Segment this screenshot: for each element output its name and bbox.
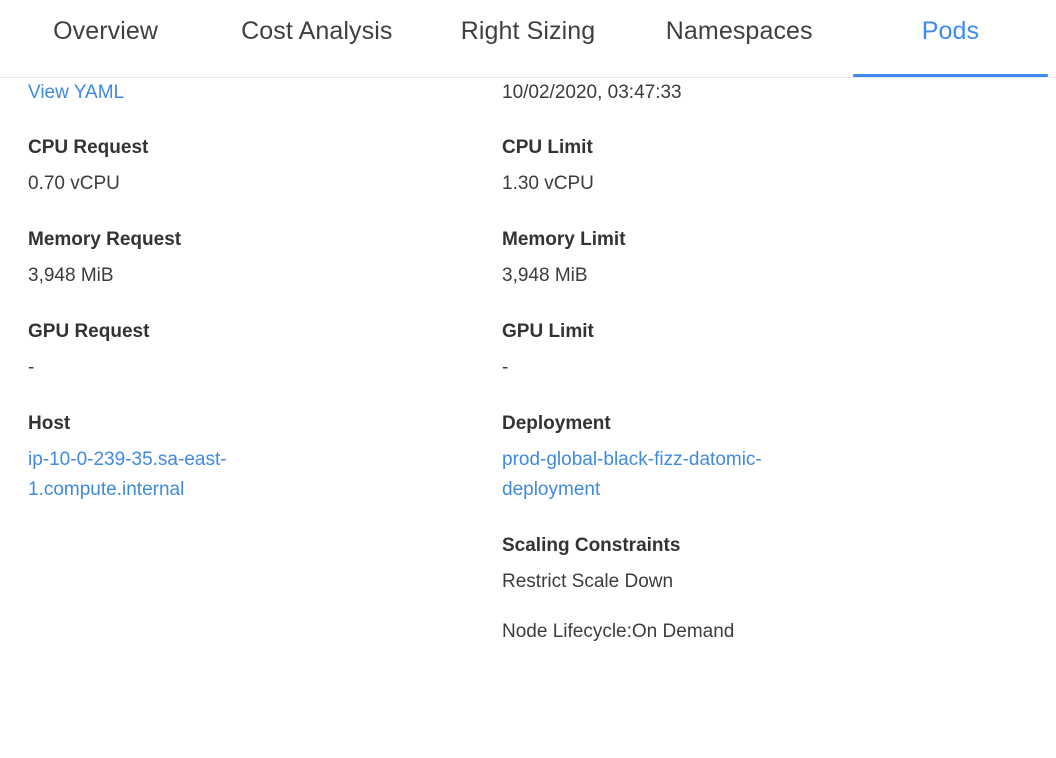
detail-column-left: View YAML CPU Request 0.70 vCPU Memory R… xyxy=(0,78,465,675)
field-label: GPU Request xyxy=(28,321,150,342)
field-host: Host ip-10-0-239-35.sa-east-1.compute.in… xyxy=(28,411,465,505)
host-link[interactable]: ip-10-0-239-35.sa-east-1.compute.interna… xyxy=(28,449,227,500)
tab-label: Pods xyxy=(921,17,980,45)
field-label: Scaling Constraints xyxy=(502,535,681,556)
tab-cost-analysis[interactable]: Cost Analysis xyxy=(211,0,422,78)
tab-label: Right Sizing xyxy=(460,17,596,45)
field-gpu-limit: GPU Limit - xyxy=(502,319,930,383)
tab-label: Namespaces xyxy=(665,17,813,45)
field-memory-request: Memory Request 3,948 MiB xyxy=(28,227,465,291)
field-scaling-constraints: Scaling Constraints Restrict Scale Down … xyxy=(502,533,930,647)
tab-label: Overview xyxy=(53,17,159,45)
field-value: - xyxy=(28,357,35,378)
tab-bar: Overview Cost Analysis Right Sizing Name… xyxy=(0,0,1056,78)
deployment-link[interactable]: prod-global-black-fizz-datomic-deploymen… xyxy=(502,449,762,500)
tab-right-sizing[interactable]: Right Sizing xyxy=(422,0,633,78)
field-value: 3,948 MiB xyxy=(28,265,114,286)
tab-label: Cost Analysis xyxy=(241,17,393,45)
field-cpu-request: CPU Request 0.70 vCPU xyxy=(28,135,465,199)
field-value: 3,948 MiB xyxy=(502,265,588,286)
field-cpu-limit: CPU Limit 1.30 vCPU xyxy=(502,135,930,199)
field-deployment: Deployment prod-global-black-fizz-datomi… xyxy=(502,411,930,505)
field-label: Deployment xyxy=(502,413,611,434)
field-value: 0.70 vCPU xyxy=(28,173,120,194)
field-label: CPU Limit xyxy=(502,137,593,158)
tab-pods[interactable]: Pods xyxy=(845,0,1056,78)
field-gpu-request: GPU Request - xyxy=(28,319,465,383)
field-value: 1.30 vCPU xyxy=(502,173,594,194)
scaling-constraint-item: Restrict Scale Down xyxy=(502,571,674,592)
field-label: Memory Request xyxy=(28,229,182,250)
field-memory-limit: Memory Limit 3,948 MiB xyxy=(502,227,930,291)
active-tab-indicator xyxy=(852,74,1049,77)
tab-namespaces[interactable]: Namespaces xyxy=(634,0,845,78)
field-label: Memory Limit xyxy=(502,229,626,250)
field-label: Host xyxy=(28,413,71,434)
field-label: CPU Request xyxy=(28,137,149,158)
tab-overview[interactable]: Overview xyxy=(0,0,211,78)
scaling-constraint-item: Node Lifecycle:On Demand xyxy=(502,621,735,642)
pod-timestamp: 10/02/2020, 03:47:33 xyxy=(502,82,682,103)
pod-detail-panel: View YAML CPU Request 0.70 vCPU Memory R… xyxy=(0,78,1056,675)
detail-column-right: 10/02/2020, 03:47:33 CPU Limit 1.30 vCPU… xyxy=(465,78,930,675)
view-yaml-link[interactable]: View YAML xyxy=(28,82,125,103)
field-value: - xyxy=(502,357,509,378)
field-label: GPU Limit xyxy=(502,321,594,342)
